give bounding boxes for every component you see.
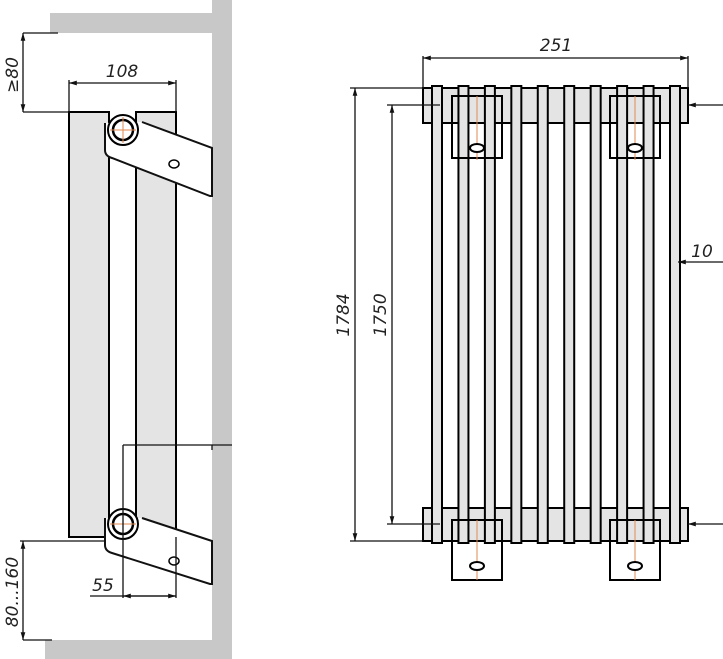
top-left-mount bbox=[451, 95, 503, 160]
ceiling-wall bbox=[50, 13, 232, 33]
bottom-right-mount bbox=[609, 519, 661, 581]
top-right-mount bbox=[609, 95, 661, 160]
radiator-tube bbox=[563, 85, 576, 544]
axis-offset-label: 55 bbox=[92, 576, 114, 596]
radiator-tube bbox=[536, 85, 549, 544]
radiator-tube bbox=[483, 85, 496, 544]
radiator-tube bbox=[669, 85, 681, 544]
wall-gap-label: 10 bbox=[691, 242, 713, 262]
width-label: 251 bbox=[540, 36, 572, 56]
radiator-tube bbox=[431, 85, 443, 544]
radiator-tube bbox=[510, 85, 523, 544]
radiator-tube bbox=[616, 85, 629, 544]
back-wall bbox=[212, 0, 232, 659]
front-view: 251 1784 1750 10 bbox=[334, 36, 723, 581]
total-height-label: 1784 bbox=[334, 293, 354, 336]
side-view: ≥80 108 55 80...160 bbox=[3, 0, 232, 659]
floor bbox=[45, 640, 232, 659]
radiator-tube bbox=[457, 85, 470, 544]
radiator-tube bbox=[642, 85, 655, 544]
radiator-column-front bbox=[68, 111, 110, 538]
top-bracket bbox=[104, 114, 213, 197]
bottom-left-mount bbox=[451, 519, 503, 581]
radiator-tube bbox=[589, 85, 602, 544]
top-clearance-label: ≥80 bbox=[3, 57, 23, 93]
depth-label: 108 bbox=[106, 62, 139, 82]
axis-height-label: 1750 bbox=[371, 293, 391, 336]
floor-clearance-label: 80...160 bbox=[3, 557, 23, 627]
radiator-column-back bbox=[135, 111, 177, 538]
tubes bbox=[431, 85, 681, 544]
